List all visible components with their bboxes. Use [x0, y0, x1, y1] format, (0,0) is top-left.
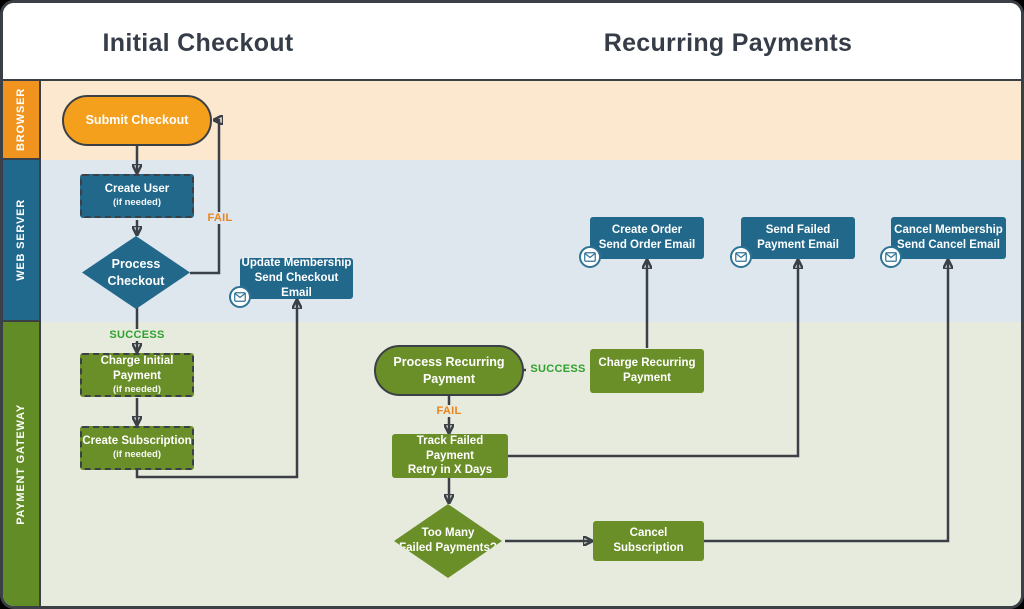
node-label: Update Membership — [241, 257, 352, 270]
node-label: Charge Initial Payment — [100, 354, 174, 382]
node-label: Process — [111, 257, 161, 272]
node-label: Checkout — [107, 273, 165, 288]
node-label: Cancel Subscription — [613, 527, 684, 554]
node-create-subscription: Create Subscription (if needed) — [80, 426, 194, 470]
edge-label-fail-initial: FAIL — [200, 212, 240, 224]
edge-label-success-initial: SUCCESS — [107, 329, 167, 341]
section-title-initial-checkout: Initial Checkout — [102, 29, 294, 57]
node-charge-recurring-payment: Charge Recurring Payment — [590, 349, 704, 393]
edge-label-success-recurring: SUCCESS — [526, 363, 590, 375]
sidebar-label-payment-gateway: PAYMENT GATEWAY — [3, 322, 41, 606]
node-process-recurring-payment: Process Recurring Payment — [374, 345, 524, 396]
email-icon — [730, 246, 752, 268]
node-cancel-subscription: Cancel Subscription — [593, 521, 704, 561]
node-label: Create User — [104, 183, 170, 196]
node-label: Send Checkout Email — [254, 272, 339, 299]
node-label: Process Recurring — [393, 355, 505, 370]
node-update-membership: Update Membership Send Checkout Email — [229, 257, 353, 308]
node-charge-initial-payment: Charge Initial Payment (if needed) — [80, 353, 194, 397]
node-create-user: Create User (if needed) — [80, 174, 194, 218]
node-label: Create Order — [611, 224, 683, 237]
node-label: Create Subscription — [82, 435, 192, 448]
node-track-failed-payment: Track Failed Payment Retry in X Days — [392, 434, 508, 478]
node-cancel-membership: Cancel Membership Send Cancel Email — [880, 217, 1006, 268]
node-label: Send Failed — [765, 224, 831, 237]
node-label: Charge Recurring — [598, 357, 696, 370]
node-sublabel: (if needed) — [112, 383, 162, 395]
sidebar-label-web-server: WEB SERVER — [3, 160, 41, 322]
node-label: Cancel Membership — [894, 224, 1003, 237]
node-label: Payment — [623, 372, 671, 384]
header: Initial Checkout Recurring Payments — [3, 3, 1021, 81]
node-label: Too Many — [421, 527, 475, 540]
node-create-order: Create Order Send Order Email — [579, 217, 704, 268]
email-icon — [579, 246, 601, 268]
node-label: Send Cancel Email — [897, 239, 1000, 251]
edge-label-fail-recurring: FAIL — [429, 405, 469, 417]
sidebar-label-browser: BROWSER — [3, 81, 41, 160]
node-label: Submit Checkout — [85, 113, 189, 128]
lane-web-server — [41, 160, 1021, 322]
node-label: Track Failed Payment — [416, 434, 484, 462]
node-sublabel: (if needed) — [112, 449, 162, 461]
node-send-failed-payment-email: Send Failed Payment Email — [730, 217, 855, 268]
connector-arrows — [3, 3, 1021, 606]
node-label: Retry in X Days — [407, 464, 493, 477]
email-icon — [229, 286, 251, 308]
section-title-recurring-payments: Recurring Payments — [603, 29, 853, 57]
node-label: Send Order Email — [598, 239, 696, 251]
node-label: Failed Payments? — [399, 542, 497, 554]
node-label: Payment — [422, 371, 476, 386]
node-sublabel: (if needed) — [112, 197, 162, 209]
node-submit-checkout: Submit Checkout — [62, 95, 212, 146]
email-icon — [880, 246, 902, 268]
node-label: Payment Email — [757, 239, 839, 251]
